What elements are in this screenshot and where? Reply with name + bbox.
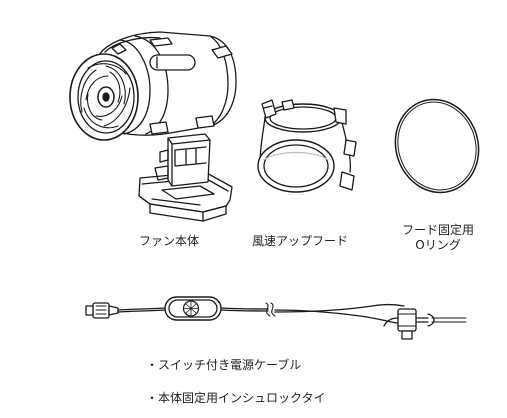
fan-body-drawing xyxy=(69,31,237,222)
fan-body-label: ファン本体 xyxy=(139,234,200,248)
speed-up-hood-label: 風速アップフード xyxy=(252,234,349,248)
insulock-tie-label: ・本体固定用インシュロックタイ xyxy=(146,391,326,405)
o-ring-label-line2: Oリング xyxy=(415,238,461,252)
o-ring-label: フード固定用 Oリング xyxy=(392,223,484,253)
hood-drawing xyxy=(257,99,357,193)
o-ring-label-line1: フード固定用 xyxy=(401,223,474,237)
power-cable-label: ・スイッチ付き電源ケーブル xyxy=(146,358,302,372)
power-cable-drawing xyxy=(85,296,467,340)
o-ring-drawing xyxy=(394,98,480,194)
